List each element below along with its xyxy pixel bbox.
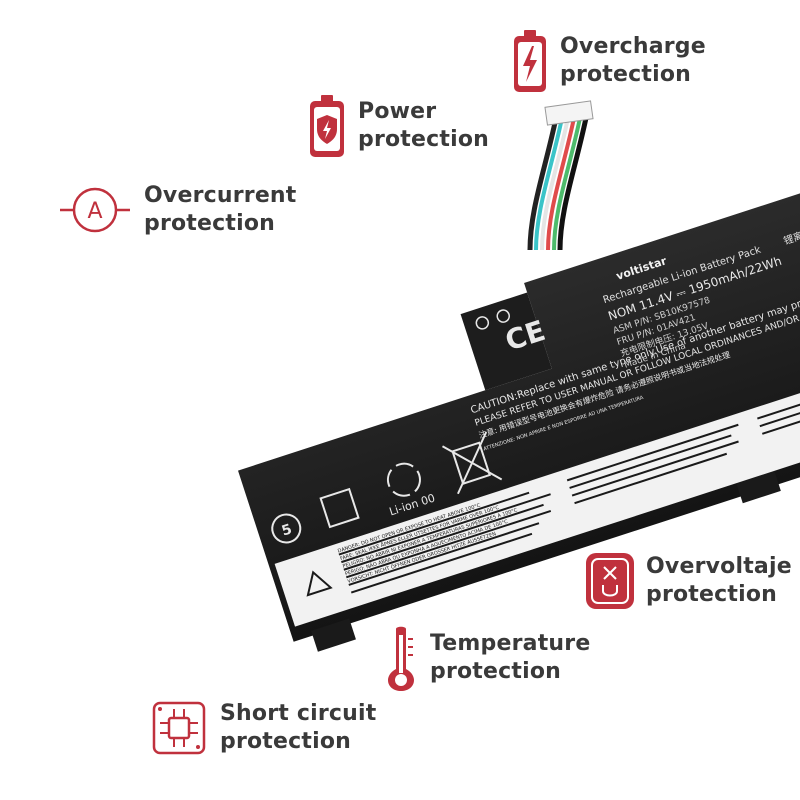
feature-overcharge-line2: protection — [560, 62, 692, 87]
feature-overvoltage-line1: Overvoltaje — [646, 554, 792, 579]
feature-overcurrent-label: Overcurrent protection — [144, 182, 297, 238]
feature-overcharge: Overcharge protection — [512, 28, 706, 94]
battery-shield-icon — [310, 95, 344, 157]
feature-power: Power protection — [308, 93, 489, 159]
battery-cable — [527, 100, 594, 251]
circuit-chip-icon — [152, 701, 206, 755]
feature-short-circuit-line2: protection — [220, 729, 352, 754]
feature-power-label: Power protection — [358, 98, 489, 154]
feature-overvoltage: Overvoltaje protection — [586, 553, 792, 609]
feature-short-circuit: Short circuit protection — [152, 700, 376, 756]
feature-overcurrent: A Overcurrent protection — [60, 180, 297, 240]
feature-overcharge-label: Overcharge protection — [560, 33, 706, 89]
feature-power-line1: Power — [358, 99, 437, 124]
feature-overvoltage-line2: protection — [646, 582, 778, 607]
feature-temperature-line1: Temperature — [430, 631, 591, 656]
feature-overcurrent-line1: Overcurrent — [144, 183, 297, 208]
feature-power-line2: protection — [358, 127, 490, 152]
feature-temperature-label: Temperature protection — [430, 630, 590, 686]
thermometer-icon — [388, 626, 414, 691]
battery-bolt-icon — [514, 30, 546, 92]
feature-overvoltage-label: Overvoltaje protection — [646, 553, 792, 609]
feature-overcurrent-line2: protection — [144, 211, 276, 236]
feature-temperature-line2: protection — [430, 659, 562, 684]
ampere-circle-icon: A — [60, 187, 130, 233]
svg-text:A: A — [87, 199, 102, 224]
battery-body: 5 Li-ion 00 CE CAUTION:Replace with same… — [238, 177, 800, 652]
recycle-number: 5 — [280, 521, 294, 539]
feature-short-circuit-line1: Short circuit — [220, 701, 377, 726]
feature-short-circuit-label: Short circuit protection — [220, 700, 376, 756]
feature-temperature: Temperature protection — [386, 625, 590, 691]
feature-overcharge-line1: Overcharge — [560, 34, 706, 59]
crossed-bin-icon — [441, 431, 503, 495]
voltage-icon — [586, 553, 634, 609]
